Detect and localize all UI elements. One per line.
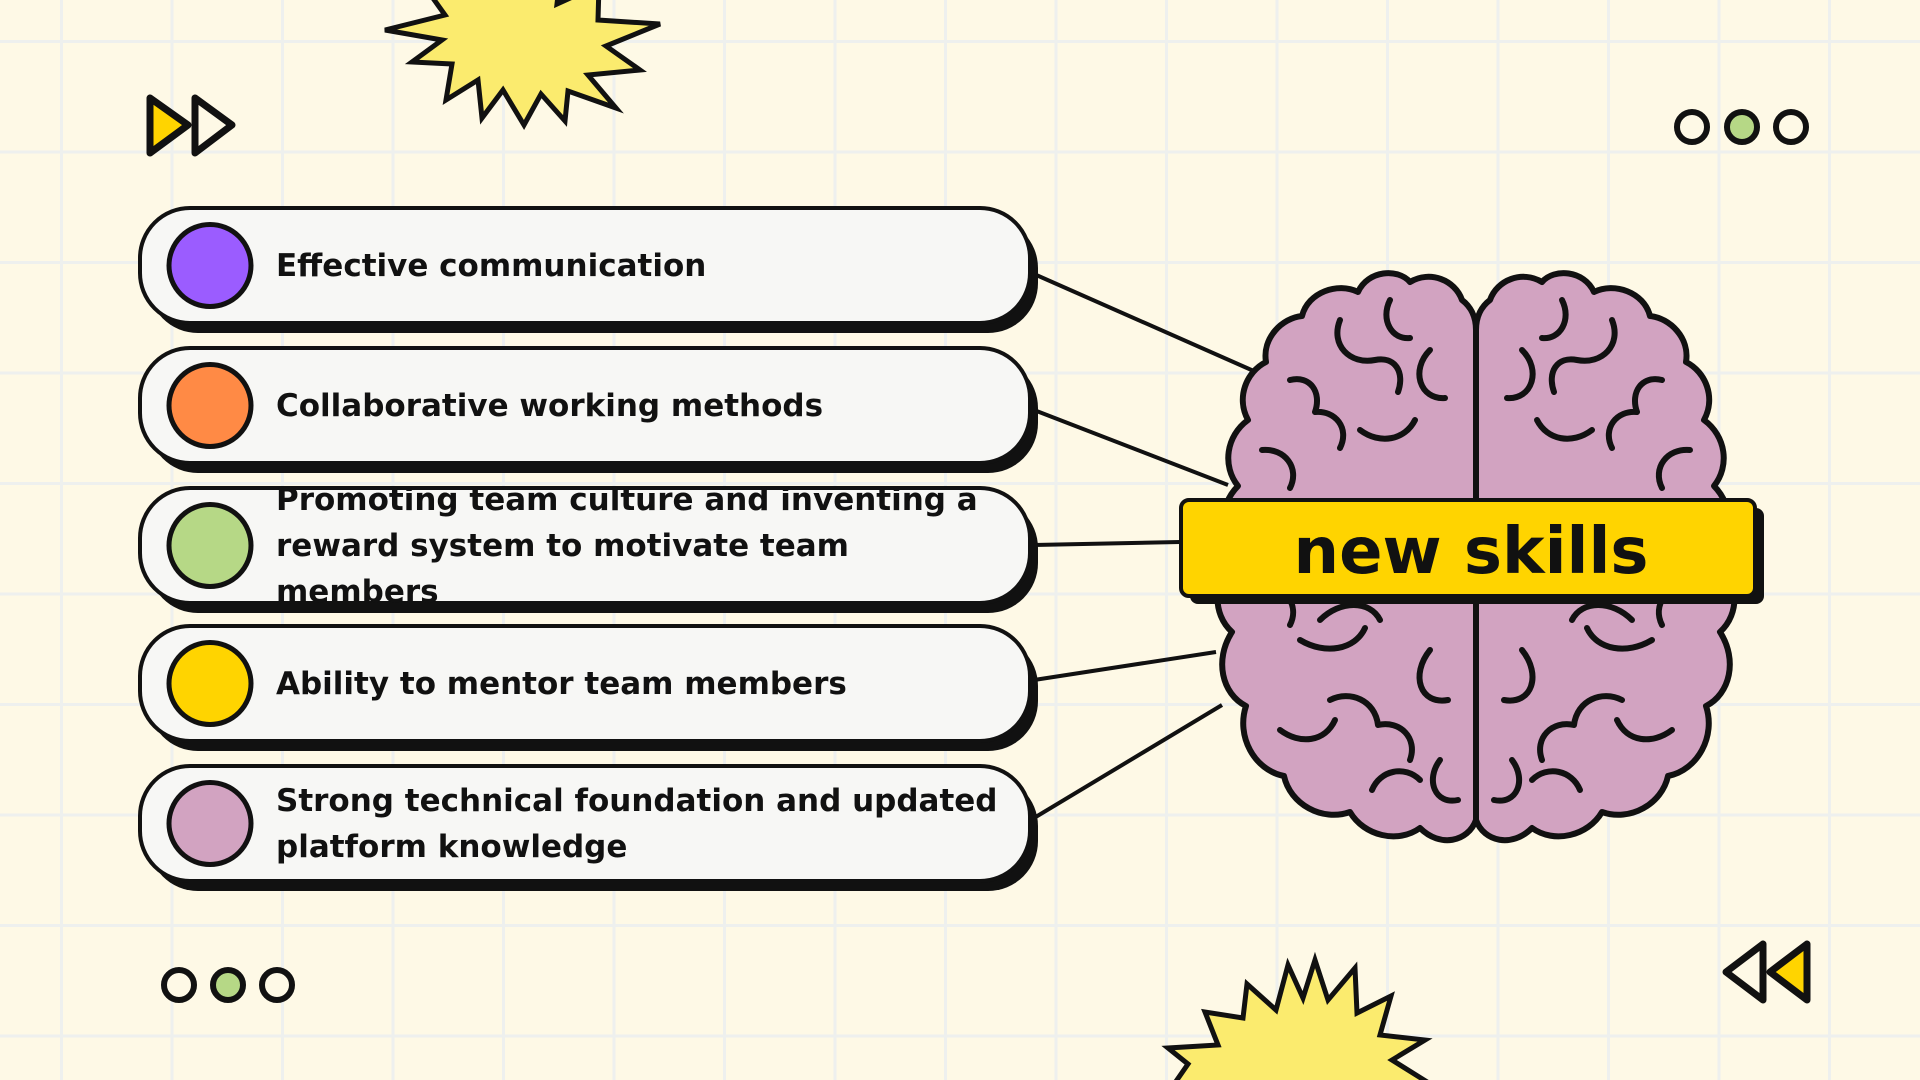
skill-label: Ability to mentor team members xyxy=(276,665,847,702)
skill-card xyxy=(138,486,1032,605)
skill-bullet-icon xyxy=(166,640,254,727)
skill-card xyxy=(138,624,1032,743)
skill-bullet-icon xyxy=(166,362,254,449)
starburst-bottom-icon xyxy=(1161,951,1433,1080)
skill-card xyxy=(138,206,1032,325)
skill-label: Strong technical foundation and updated … xyxy=(276,782,998,865)
connector-line-5 xyxy=(1032,703,1224,820)
connector-line-3 xyxy=(1033,540,1181,547)
skill-label: Collaborative working methods xyxy=(276,387,824,424)
skill-card xyxy=(138,346,1032,465)
connector-line-4 xyxy=(1033,650,1217,682)
fast-forward-icon xyxy=(146,94,236,157)
starburst-top-icon xyxy=(384,0,661,131)
connector-line-1 xyxy=(1033,272,1257,374)
rewind-icon xyxy=(1722,940,1811,1004)
connector-line-2 xyxy=(1033,408,1229,487)
skill-bullet-icon xyxy=(166,502,254,589)
skill-label: Promoting team culture and inventing a r… xyxy=(276,481,978,610)
skill-cards xyxy=(138,206,1038,891)
skill-bullet-icon xyxy=(166,222,254,309)
three-dots-icon-bottom xyxy=(161,967,295,1003)
skill-card xyxy=(138,764,1032,883)
skill-label: Effective communication xyxy=(276,247,707,284)
three-dots-icon-top xyxy=(1674,109,1809,145)
title-label: new skills xyxy=(1293,515,1649,589)
skill-bullet-icon xyxy=(166,780,254,867)
